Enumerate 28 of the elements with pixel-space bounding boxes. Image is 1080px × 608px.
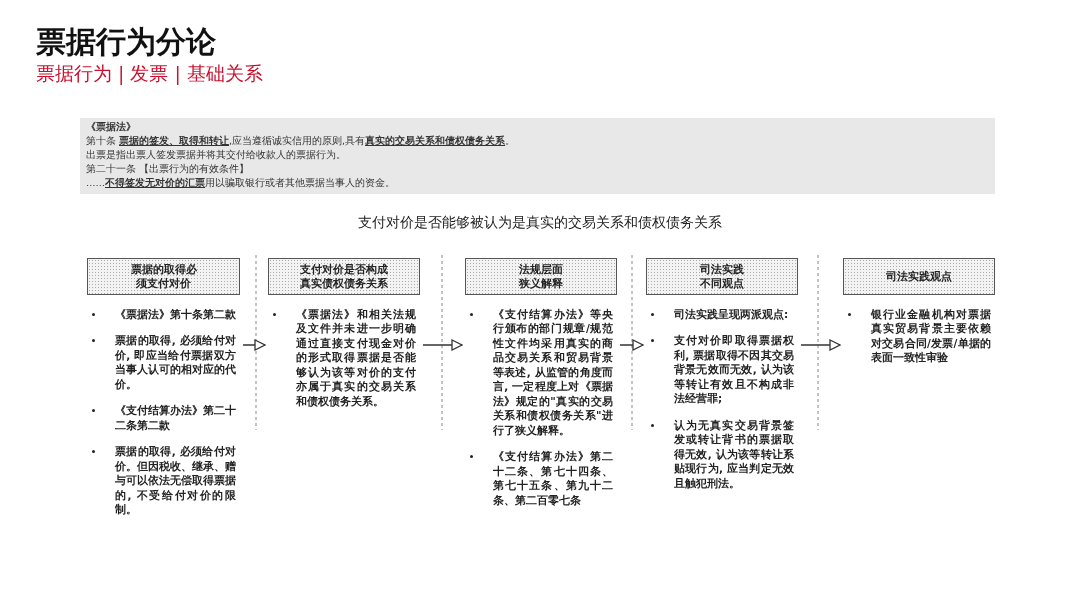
header-box: 司法实践观点 — [843, 258, 995, 295]
subtitle: 票据行为 | 发票 | 基础关系 — [36, 61, 263, 87]
law-text: ……不得签发无对价的汇票用以骗取银行或者其他票据当事人的资金。 — [86, 177, 395, 190]
section-heading: 支付对价是否能够被认为是真实的交易关系和债权债务关系 — [357, 214, 723, 232]
bullet-text: 银行业金融机构对票据真实贸易背景主要依赖对交易合同/发票/单据的表面一致性审验 — [843, 307, 995, 365]
bullet-text: 《支付结算办法》第二十二条第二款 — [87, 403, 240, 433]
law-name: 《票据法》 — [86, 121, 136, 134]
arrow — [800, 339, 841, 351]
arrow — [422, 339, 463, 351]
law-text: 第二十一条 【出票行为的有效条件】 — [86, 163, 250, 176]
header-box: 票据的取得必须支付对价 — [87, 258, 240, 295]
law-text: 出票是指出票人签发票据并将其交付给收款人的票据行为。 — [86, 149, 346, 162]
bullet-text: 支付对价即取得票据权利, 票据取得不因其交易背景无效而无效, 认为该等转让有效且不构成非法经营罪; — [646, 333, 798, 406]
bullet-text: 《票据法》第十条第二款 — [87, 307, 240, 322]
arrow — [242, 339, 266, 351]
bullet-text: 认为无真实交易背景签发或转让背书的票据取得无效, 认为该等转让系贴现行为, 应当判定无效且触犯刑法。 — [646, 417, 798, 491]
bullet-text: 《支付结算办法》等央行颁布的部门规章/规范性文件均采用真实的商品交易关系和贸易背景等表述, 从监管的角度而言, 一定程度上对《票据法》规定的"真实的交易关系和债权债务关系"进行了狭义解释。 — [465, 307, 617, 438]
bullet-text: 《票据法》和相关法规及文件并未进一步明确通过直接支付现金对价的形式取得票据是否能够认为该等对价的支付亦属于真实的交易关系和债权债务关系。 — [268, 307, 420, 409]
bullet-text: 票据的取得, 必须给付对价, 即应当给付票据双方当事人认可的相对应的代价。 — [87, 333, 240, 392]
title: 票据行为分论 — [36, 23, 216, 61]
arrow — [619, 339, 644, 351]
law-text: 第十条 票据的签发、取得和转让,应当遵循诚实信用的原则,具有真实的交易关系和债权债务关系。 — [86, 135, 516, 148]
header-box: 司法实践不同观点 — [646, 258, 798, 295]
bullet-text: 票据的取得, 必须给付对价。但因税收、继承、赠与可以依法无偿取得票据的, 不受给付对价的限制。 — [87, 444, 240, 517]
header-box: 支付对价是否构成真实债权债务关系 — [268, 258, 420, 295]
bullet-text: 司法实践呈现两派观点: — [646, 307, 798, 322]
bullet-text: 《支付结算办法》第二十二条、第七十四条、第七十五条、第九十二条、第二百零七条 — [465, 449, 617, 508]
header-box: 法规层面狭义解释 — [465, 258, 617, 295]
